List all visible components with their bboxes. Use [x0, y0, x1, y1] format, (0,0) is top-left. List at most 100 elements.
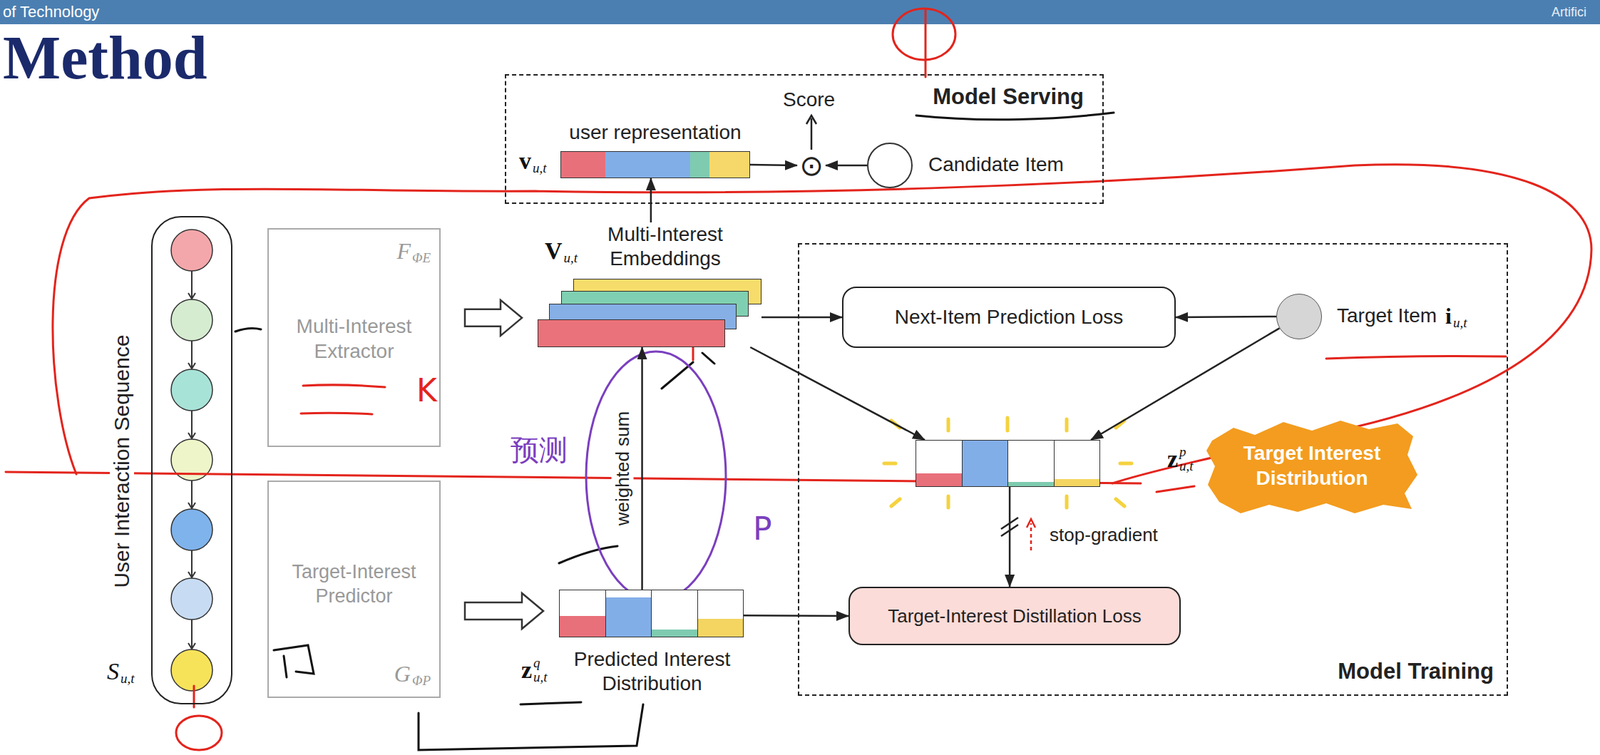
sequence-item	[171, 299, 213, 341]
diagram-node: Target Itemiu,t	[1276, 293, 1322, 340]
sequence-item	[171, 369, 213, 411]
distribution-fill	[916, 473, 962, 487]
math-subscript: ΦE	[412, 250, 431, 266]
annotation-label: of Technology	[2, 2, 100, 22]
gradient-arrowhead	[1026, 519, 1036, 528]
stack-heading: Multi-Interest Embeddings	[573, 222, 758, 271]
bar-segment	[709, 151, 750, 178]
diagram-node: Multi-Interest Extractor FΦE	[267, 228, 441, 448]
hand-underline	[300, 385, 386, 415]
score-arrow	[806, 115, 817, 150]
annotation-label: P	[752, 510, 773, 547]
arrow-connector	[1008, 486, 1012, 587]
arrow-connector	[650, 178, 653, 223]
math-scripts: u,t	[563, 236, 579, 266]
math-base: S	[106, 659, 120, 684]
diagram-node: User Interaction Sequence	[151, 216, 233, 705]
math-spacer	[563, 236, 579, 251]
brush-shape	[1206, 420, 1418, 514]
red-annotation	[5, 8, 1592, 751]
hand-underline	[916, 112, 1114, 120]
diagram-node: Target Interest Distribution	[1204, 419, 1419, 515]
math-scripts: qu,t	[533, 655, 548, 685]
embedding-layer	[537, 319, 726, 348]
panel-title: Model Serving	[932, 84, 1084, 110]
diagram-node: Next-Item Prediction Loss	[842, 286, 1176, 348]
splash-label: Target Interest Distribution	[1219, 440, 1405, 491]
slide-title: Method	[2, 27, 208, 89]
header-bar	[0, 0, 1600, 25]
distribution-cell	[916, 440, 963, 487]
module-label: Multi-Interest Extractor	[275, 313, 433, 364]
arrow-connector	[825, 164, 868, 167]
math-scripts: ΦP	[412, 659, 431, 689]
sequence-item	[171, 509, 213, 551]
diagram-node: Model TrainingNext-Item Prediction LossT…	[797, 243, 1509, 696]
math-base: i	[1445, 304, 1452, 328]
annotation-label: Score	[782, 88, 835, 112]
math-subscript: u,t	[532, 161, 547, 176]
distribution-cell	[698, 590, 744, 637]
annotation-label: 预测	[510, 430, 568, 470]
math-symbol: zqu,t	[521, 655, 548, 685]
hand-circle	[892, 8, 956, 60]
diagram-node: ⊙	[797, 151, 826, 180]
distribution-fill	[698, 618, 744, 637]
hollow-arrow	[464, 593, 544, 629]
distribution-fill	[1008, 481, 1054, 487]
distribution-cell	[962, 440, 1009, 487]
diagram-node: Target-Interest PredictorGΦP	[267, 480, 441, 699]
distribution-fill	[1054, 479, 1101, 487]
math-subscript: ΦP	[412, 673, 431, 689]
distribution-cell	[606, 590, 653, 637]
math-symbol: GΦP	[394, 659, 431, 689]
edge-label: stop-gradient	[1046, 524, 1161, 547]
loss-label: Next-Item Prediction Loss	[894, 305, 1124, 329]
math-base: v	[519, 149, 532, 174]
bar-segment	[561, 151, 606, 178]
item-label: Candidate Item	[928, 153, 1064, 177]
edge-label: weighted sum	[611, 408, 634, 529]
sequence-item	[171, 229, 213, 271]
hand-stroke	[273, 645, 314, 678]
distribution-cell	[559, 590, 607, 637]
math-subscript: u,t	[563, 250, 579, 266]
representation-bar	[560, 151, 751, 179]
bar-segment	[605, 151, 691, 178]
item-label: Target Item	[1336, 304, 1437, 328]
math-base: F	[396, 239, 411, 263]
diagram-node: Predicted Interest Distributionzqu,t	[559, 589, 744, 638]
diagram-node: Candidate Item	[867, 142, 913, 189]
diagram-node: Target-Interest Distillation Loss	[848, 586, 1181, 646]
sequence-label: User Interaction Sequence	[109, 331, 135, 591]
hand-ellipse	[586, 351, 726, 602]
math-scripts: u,t	[120, 657, 135, 686]
diagram-node: Multi-Interest EmbeddingsVu,t	[537, 222, 762, 348]
sequence-item	[171, 578, 213, 620]
math-subscript: u,t	[1453, 315, 1468, 331]
math-symbol: vu,t	[519, 146, 547, 176]
sequence-item	[171, 649, 213, 691]
annotation-label: K	[416, 372, 438, 409]
math-spacer	[412, 659, 431, 674]
distribution-cell	[1008, 440, 1055, 487]
sequence-arrow	[188, 270, 196, 649]
distribution-fill	[606, 597, 652, 637]
distribution-bar	[559, 590, 743, 637]
distribution-fill	[559, 616, 606, 637]
math-scripts: ΦE	[412, 236, 431, 266]
highlight-rays	[884, 417, 1132, 508]
bar-heading: user representation	[546, 121, 765, 145]
math-base: G	[394, 662, 411, 686]
black-annotation	[235, 112, 1114, 751]
math-base: V	[544, 238, 563, 264]
item-label-row: Target Item iu,t	[1336, 301, 1467, 331]
math-symbol: Vu,t	[544, 236, 578, 266]
arrow-connector	[1175, 316, 1277, 318]
gradient-arrow	[1030, 523, 1033, 551]
hand-stroke	[924, 9, 927, 78]
annotation-label: Artifici	[1551, 4, 1587, 20]
